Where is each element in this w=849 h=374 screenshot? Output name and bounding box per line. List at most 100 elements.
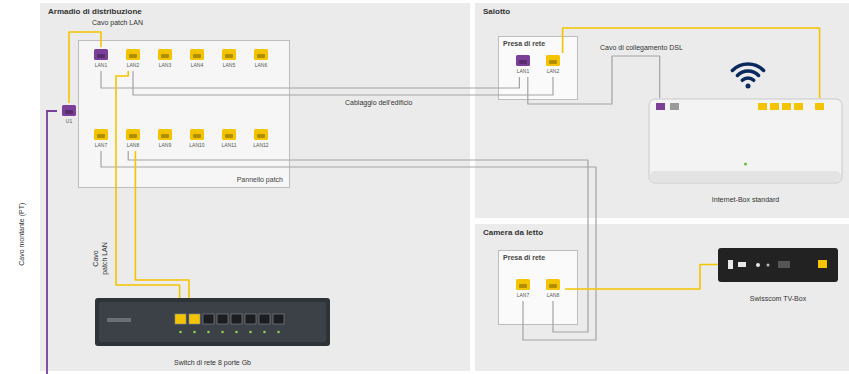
port-icon [516, 55, 530, 66]
port-label: LAN7 [95, 142, 108, 148]
port-label: LAN1 [517, 68, 530, 74]
label-box: Cablaggio dell'edificio [345, 99, 413, 108]
cable-label: Cablaggio dell'edificio [345, 99, 413, 108]
cable-label: Cavo montante (PT) [18, 194, 27, 274]
device-label: Switch di rete 8 porte Gb [174, 358, 251, 367]
network-port: LAN3 [153, 47, 177, 71]
cable [69, 32, 101, 103]
network-port: LAN9 [153, 127, 177, 151]
room-panel: Camera da lettoPresa di reteLAN7 LAN8 Swis… [475, 224, 849, 371]
network-port: LAN12 [249, 127, 273, 151]
port-icon [546, 55, 560, 66]
port-icon [190, 49, 204, 60]
port-label: LAN6 [255, 62, 268, 68]
cable-label-box: Cavo di collegamento DSL [600, 44, 683, 53]
network-port: LAN7 [89, 127, 113, 151]
port-slot [97, 54, 105, 58]
port-icon [126, 129, 140, 140]
socket-heading: Presa di rete [503, 39, 545, 48]
port-slot [193, 134, 201, 138]
port-icon [516, 279, 530, 290]
label-box: Cavo patch LAN [92, 242, 109, 276]
port-icon [190, 129, 204, 140]
port-slot [257, 54, 265, 58]
port-icon [158, 49, 172, 60]
cable-label-box: Cavo patch LAN [92, 19, 143, 28]
port-icon [94, 49, 108, 60]
port-icon [254, 129, 268, 140]
port-label: LAN8 [127, 142, 140, 148]
tv-box-drawing [718, 246, 838, 284]
network-port: LAN6 [249, 47, 273, 71]
network-port: LAN1 [89, 47, 113, 71]
cable [101, 151, 596, 340]
port-label: LAN11 [222, 142, 237, 148]
network-port: LAN1 [511, 53, 535, 77]
network-port: LAN8 [541, 277, 565, 301]
port-slot [257, 134, 265, 138]
port-slot [129, 54, 137, 58]
port-label: LAN5 [223, 62, 236, 68]
cable-label: Cavo patch LAN [92, 19, 143, 28]
port-slot [519, 60, 527, 64]
router-box: Internet-Box standard [648, 98, 843, 205]
port-label: LAN8 [547, 292, 560, 298]
device-label: Swisscom TV-Box [750, 294, 806, 303]
router-box-drawing [648, 98, 843, 184]
port-icon [94, 129, 108, 140]
port-icon [222, 129, 236, 140]
room-panel: Armadio di distribuzioneU1Pannello patch… [40, 3, 470, 371]
port-label: U1 [66, 118, 72, 124]
port-icon [546, 279, 560, 290]
port-icon [62, 105, 76, 116]
network-port: LAN8 [121, 127, 145, 151]
network-port: LAN7 [511, 277, 535, 301]
port-slot [129, 134, 137, 138]
wall-socket: Presa di reteLAN1 LAN2 [498, 36, 578, 100]
port-slot [519, 284, 527, 288]
room-panel: SalottoPresa di reteLAN1LAN2Internet-Box… [475, 3, 849, 218]
label-box: Cavo montante (PT) [18, 194, 27, 274]
cable [128, 151, 588, 332]
panel-label: Pannello patch [237, 175, 283, 184]
network-switch: Switch di rete 8 porte Gb [95, 298, 330, 368]
port-slot [549, 284, 557, 288]
patch-panel: Pannello patch LAN1 LAN2 LAN3 LAN4 LAN5 LAN6LA… [78, 40, 290, 188]
port-slot [161, 134, 169, 138]
network-port: LAN10 [185, 127, 209, 151]
port-label: LAN10 [189, 142, 204, 148]
port-icon [126, 49, 140, 60]
cable [135, 151, 189, 298]
port-label: LAN12 [253, 142, 268, 148]
room-heading: Camera da letto [483, 228, 543, 237]
port-icon [222, 49, 236, 60]
port-label: LAN2 [127, 62, 140, 68]
cable-label: Cavo di collegamento DSL [600, 44, 683, 53]
riser-cable [47, 111, 57, 374]
port-slot [193, 54, 201, 58]
port-label: LAN9 [159, 142, 172, 148]
network-port: LAN11 [217, 127, 241, 151]
cable [565, 265, 718, 289]
cable-label: Cavo patch LAN [92, 242, 109, 276]
port-icon [254, 49, 268, 60]
socket-heading: Presa di rete [503, 253, 545, 262]
tv-box: Swisscom TV-Box [718, 246, 838, 304]
port-label: LAN7 [517, 292, 530, 298]
network-port: LAN2 [541, 53, 565, 77]
port-icon [158, 129, 172, 140]
network-port: LAN5 [217, 47, 241, 71]
cable [116, 71, 180, 298]
port-label: LAN4 [191, 62, 204, 68]
port-slot [225, 134, 233, 138]
device-label: Internet-Box standard [712, 195, 779, 204]
cable [101, 71, 519, 88]
port-slot [161, 54, 169, 58]
port-label: LAN3 [159, 62, 172, 68]
cable [563, 28, 820, 98]
port-label: LAN1 [95, 62, 108, 68]
port-label: LAN2 [547, 68, 560, 74]
port-slot [225, 54, 233, 58]
